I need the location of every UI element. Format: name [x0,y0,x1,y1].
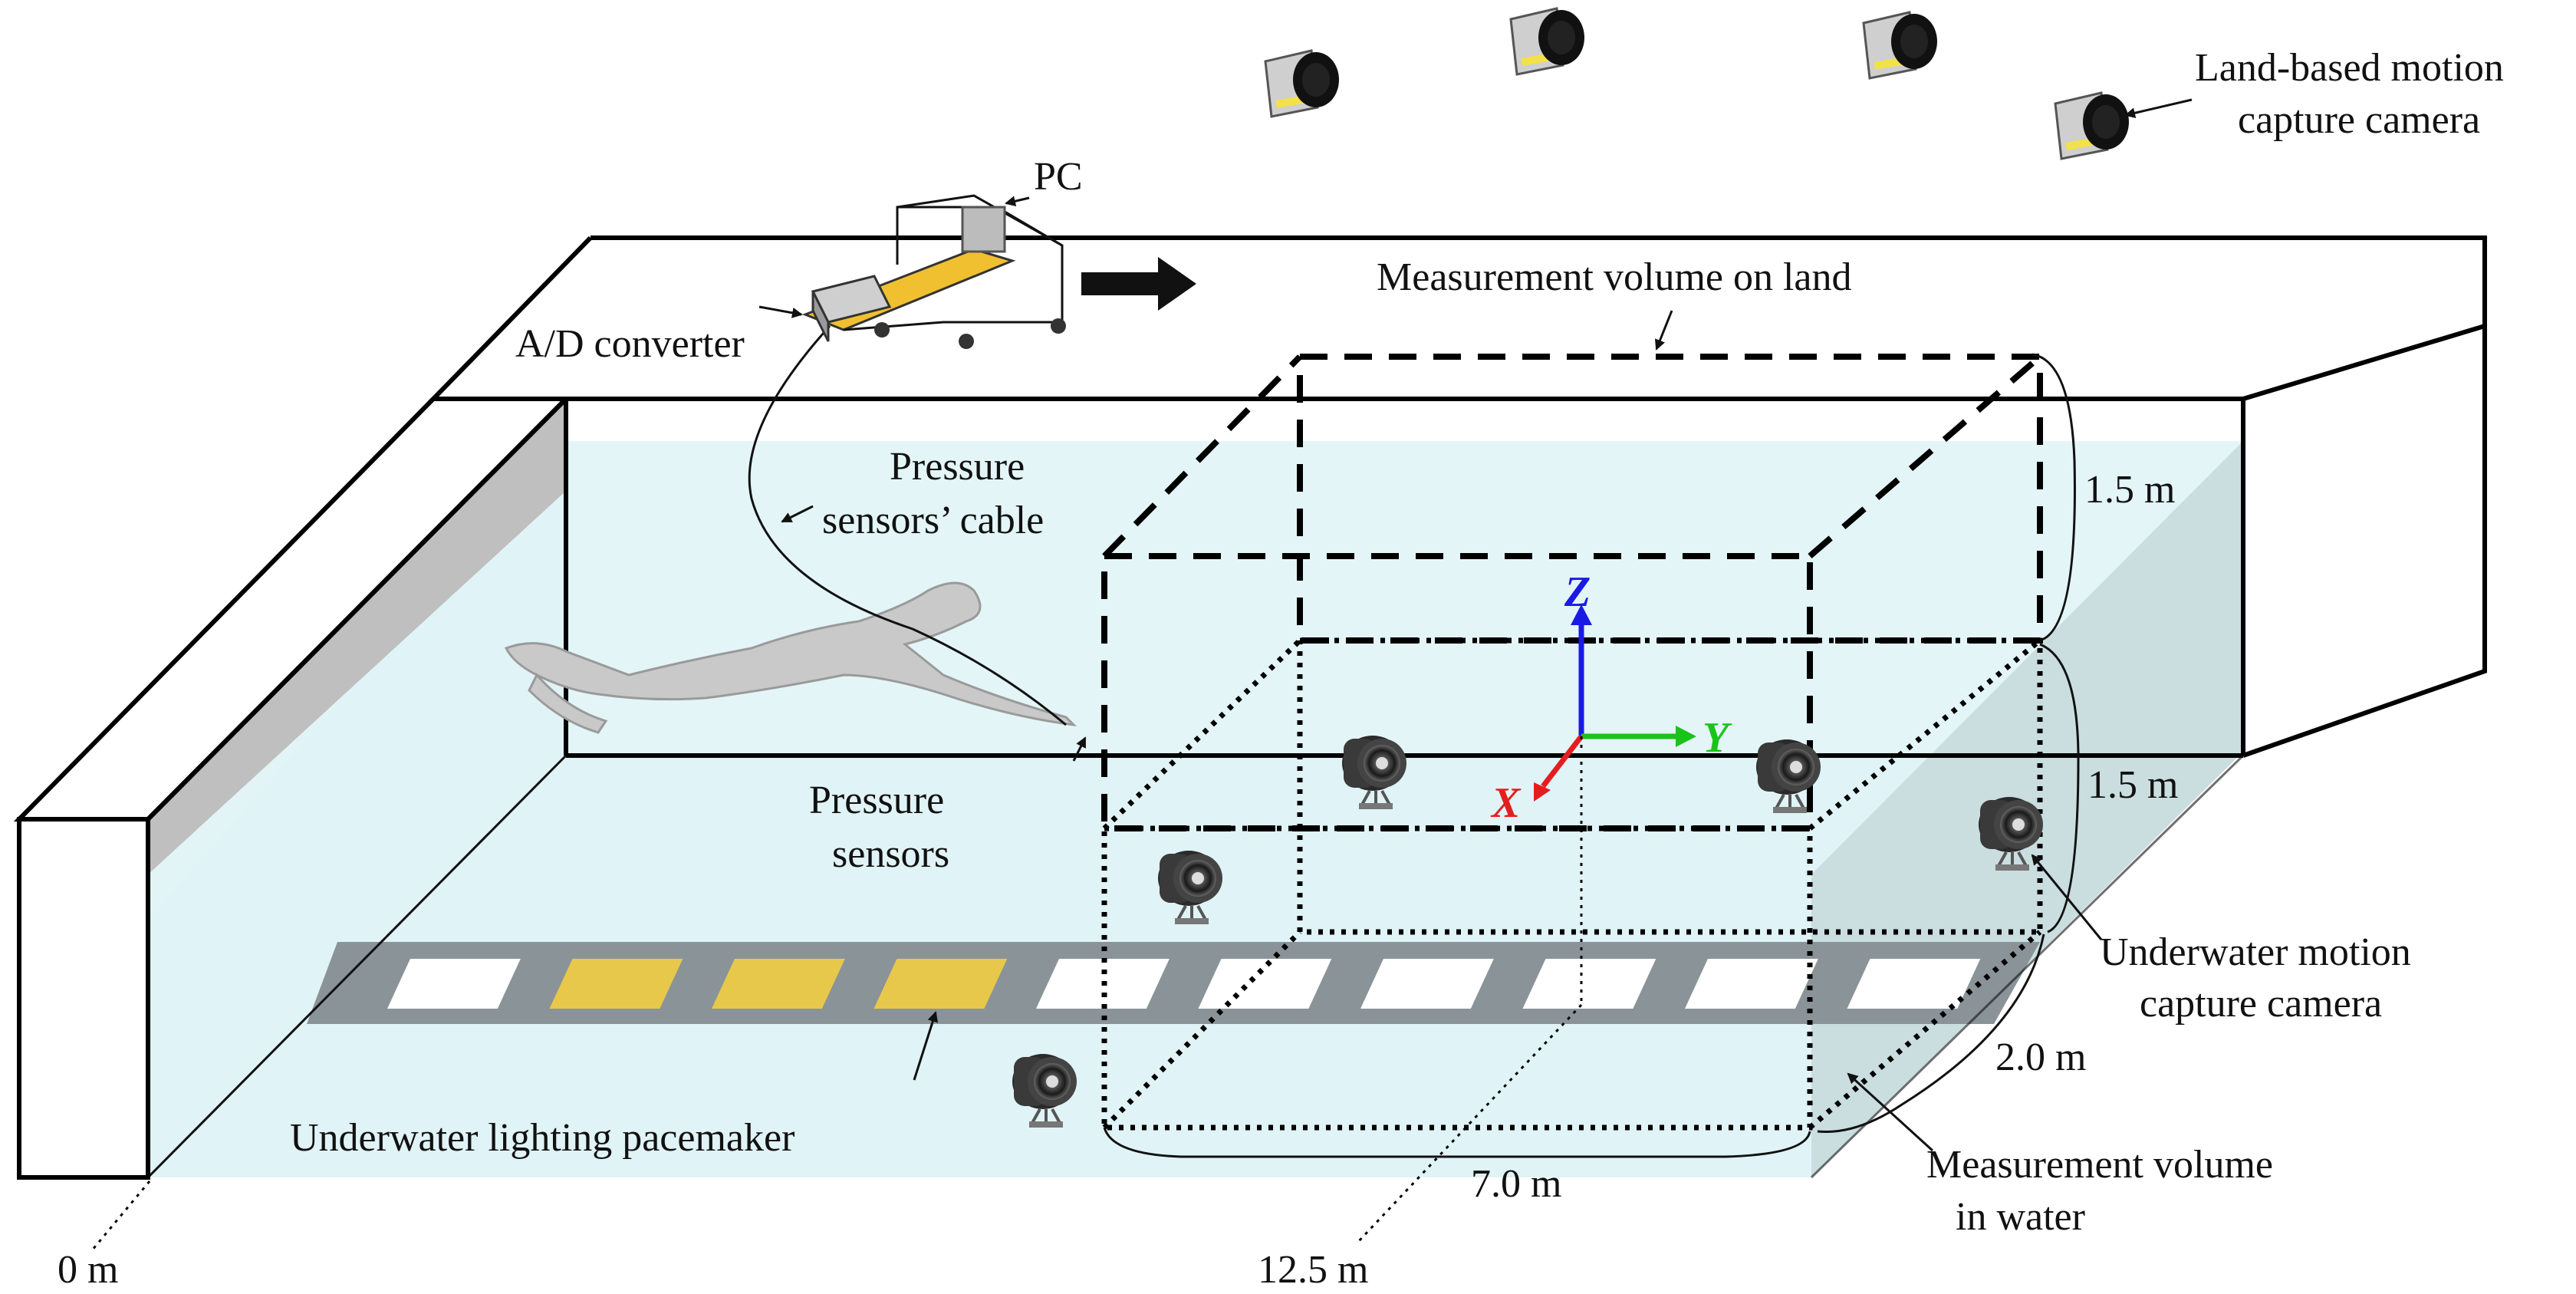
pool-outline [13,235,2487,1180]
pacemaker-tile [387,959,521,1009]
pool [13,235,2487,1180]
axis-y-label: Y [1703,714,1732,762]
water-volume-label-2: in water [1956,1195,2085,1239]
pacemaker-tile [873,959,1008,1009]
sensors-label-2: sensors [832,832,949,876]
pacemaker-tile [549,959,683,1009]
cable-label-2: sensors’ cable [822,499,1044,542]
dim-depth: 2.0 m [1995,1036,2086,1079]
sensors-label-1: Pressure [809,779,944,822]
distance-start: 0 m [58,1248,118,1292]
water-volume-box [1101,637,2043,1131]
land-camera-icon [1862,11,1939,80]
land-cameras [1264,7,2130,160]
dim-height-land: 1.5 m [2084,468,2175,512]
pacemaker-tiles [387,959,1981,1009]
swimmer [504,581,1077,734]
land-volume-label: Measurement volume on land [1377,255,1852,299]
axis-z-label: Z [1564,568,1591,616]
land-camera-icon [2054,91,2130,160]
distance-center: 12.5 m [1258,1248,1368,1292]
land-camera-label-2: capture camera [2238,98,2480,142]
ad-converter-label: A/D converter [515,322,745,366]
trolley-pc [801,194,1066,349]
left-wall-shade [148,399,566,874]
land-camera-label-1: Land-based motion [2195,46,2504,90]
pacemaker-tile [1360,959,1494,1009]
pacemaker-tile [1198,959,1332,1009]
axes [1534,604,1696,802]
direction-arrow [1081,257,1196,311]
axis-x-label: X [1490,779,1522,827]
underwater-camera-label-2: capture camera [2140,982,2382,1026]
water-volume-label-1: Measurement volume [1926,1143,2273,1187]
pc-label: PC [1034,155,1083,199]
pacemaker-tile [712,959,845,1009]
pressure-cable [748,324,1067,726]
pacemaker-label: Underwater lighting pacemaker [290,1116,795,1160]
dim-height-water: 1.5 m [2087,763,2178,807]
land-camera-icon [1264,49,1341,118]
cable-label-1: Pressure [890,445,1025,489]
pacemaker-tile [1847,959,1981,1009]
underwater-camera-label-1: Underwater motion [2100,930,2411,974]
land-camera-icon [1509,7,1586,76]
pacemaker-tile [1522,959,1656,1009]
dim-length: 7.0 m [1471,1162,1561,1206]
pacemaker-tile [1685,959,1818,1009]
